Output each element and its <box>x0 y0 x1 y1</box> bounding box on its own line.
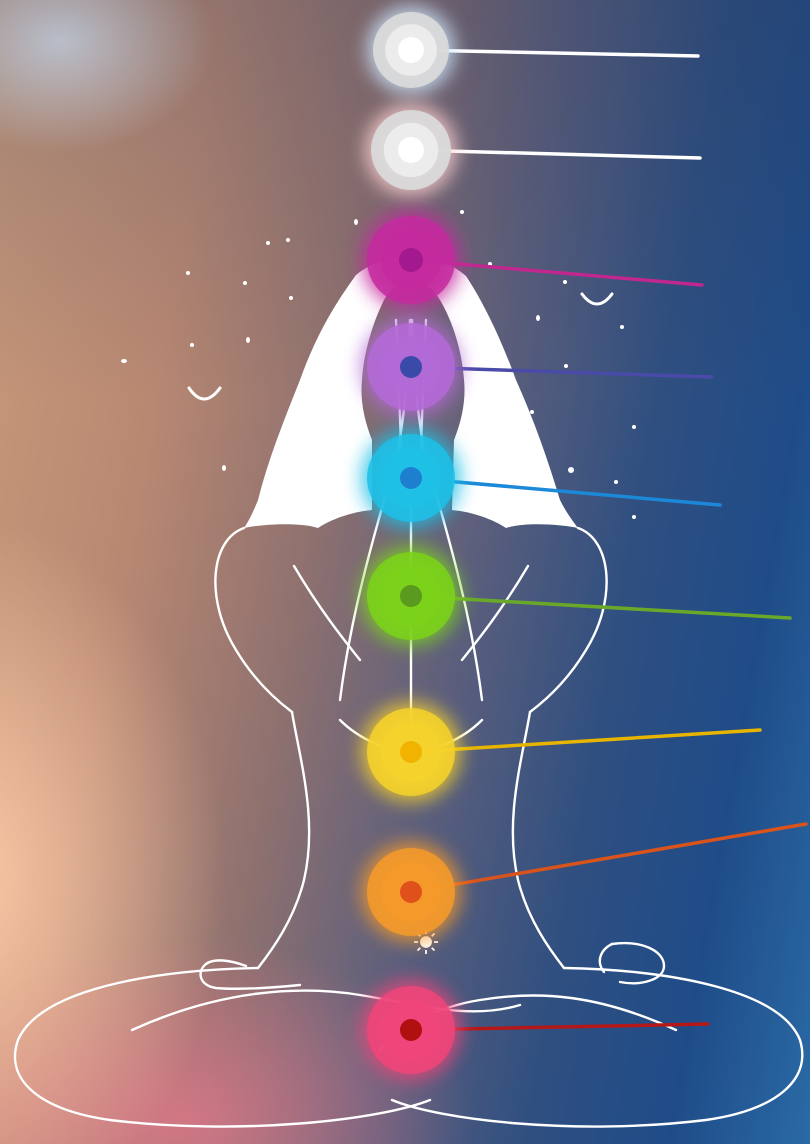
chakra-solar-plexus <box>361 702 461 802</box>
chakra-sacral <box>361 842 461 942</box>
chakra-heart-blue <box>361 428 461 528</box>
chakra-root <box>361 980 461 1080</box>
chakra-line-solar-plexus <box>411 730 760 752</box>
chakra-throat <box>361 317 461 417</box>
star-dot <box>266 241 270 245</box>
chakra-heart-green <box>361 546 461 646</box>
chakra-lines-group <box>411 50 806 1030</box>
chakra-line-sacral <box>411 824 806 892</box>
star-dot <box>620 325 624 329</box>
moon-icon <box>582 294 612 304</box>
star-dot <box>121 359 127 363</box>
chakra-third-eye <box>361 210 461 310</box>
star-dot <box>536 315 540 321</box>
star-dot <box>530 410 534 414</box>
star-dot <box>632 515 636 519</box>
star-dot <box>563 280 567 284</box>
star-dot <box>243 281 247 285</box>
moon-icon <box>189 388 220 399</box>
star-dot <box>286 238 290 242</box>
star-dot <box>564 364 568 368</box>
star-dot <box>186 271 190 275</box>
star-dot <box>190 343 194 347</box>
star-dot <box>460 210 464 214</box>
star-dot <box>246 337 250 343</box>
star-dot <box>614 480 618 484</box>
star-dot <box>222 465 226 471</box>
star-dot <box>354 219 358 225</box>
chakra-crown-upper <box>367 6 455 94</box>
star-dot <box>632 425 636 429</box>
star-dot <box>289 296 293 300</box>
star-dot <box>568 467 574 473</box>
chakra-crown <box>365 104 457 196</box>
